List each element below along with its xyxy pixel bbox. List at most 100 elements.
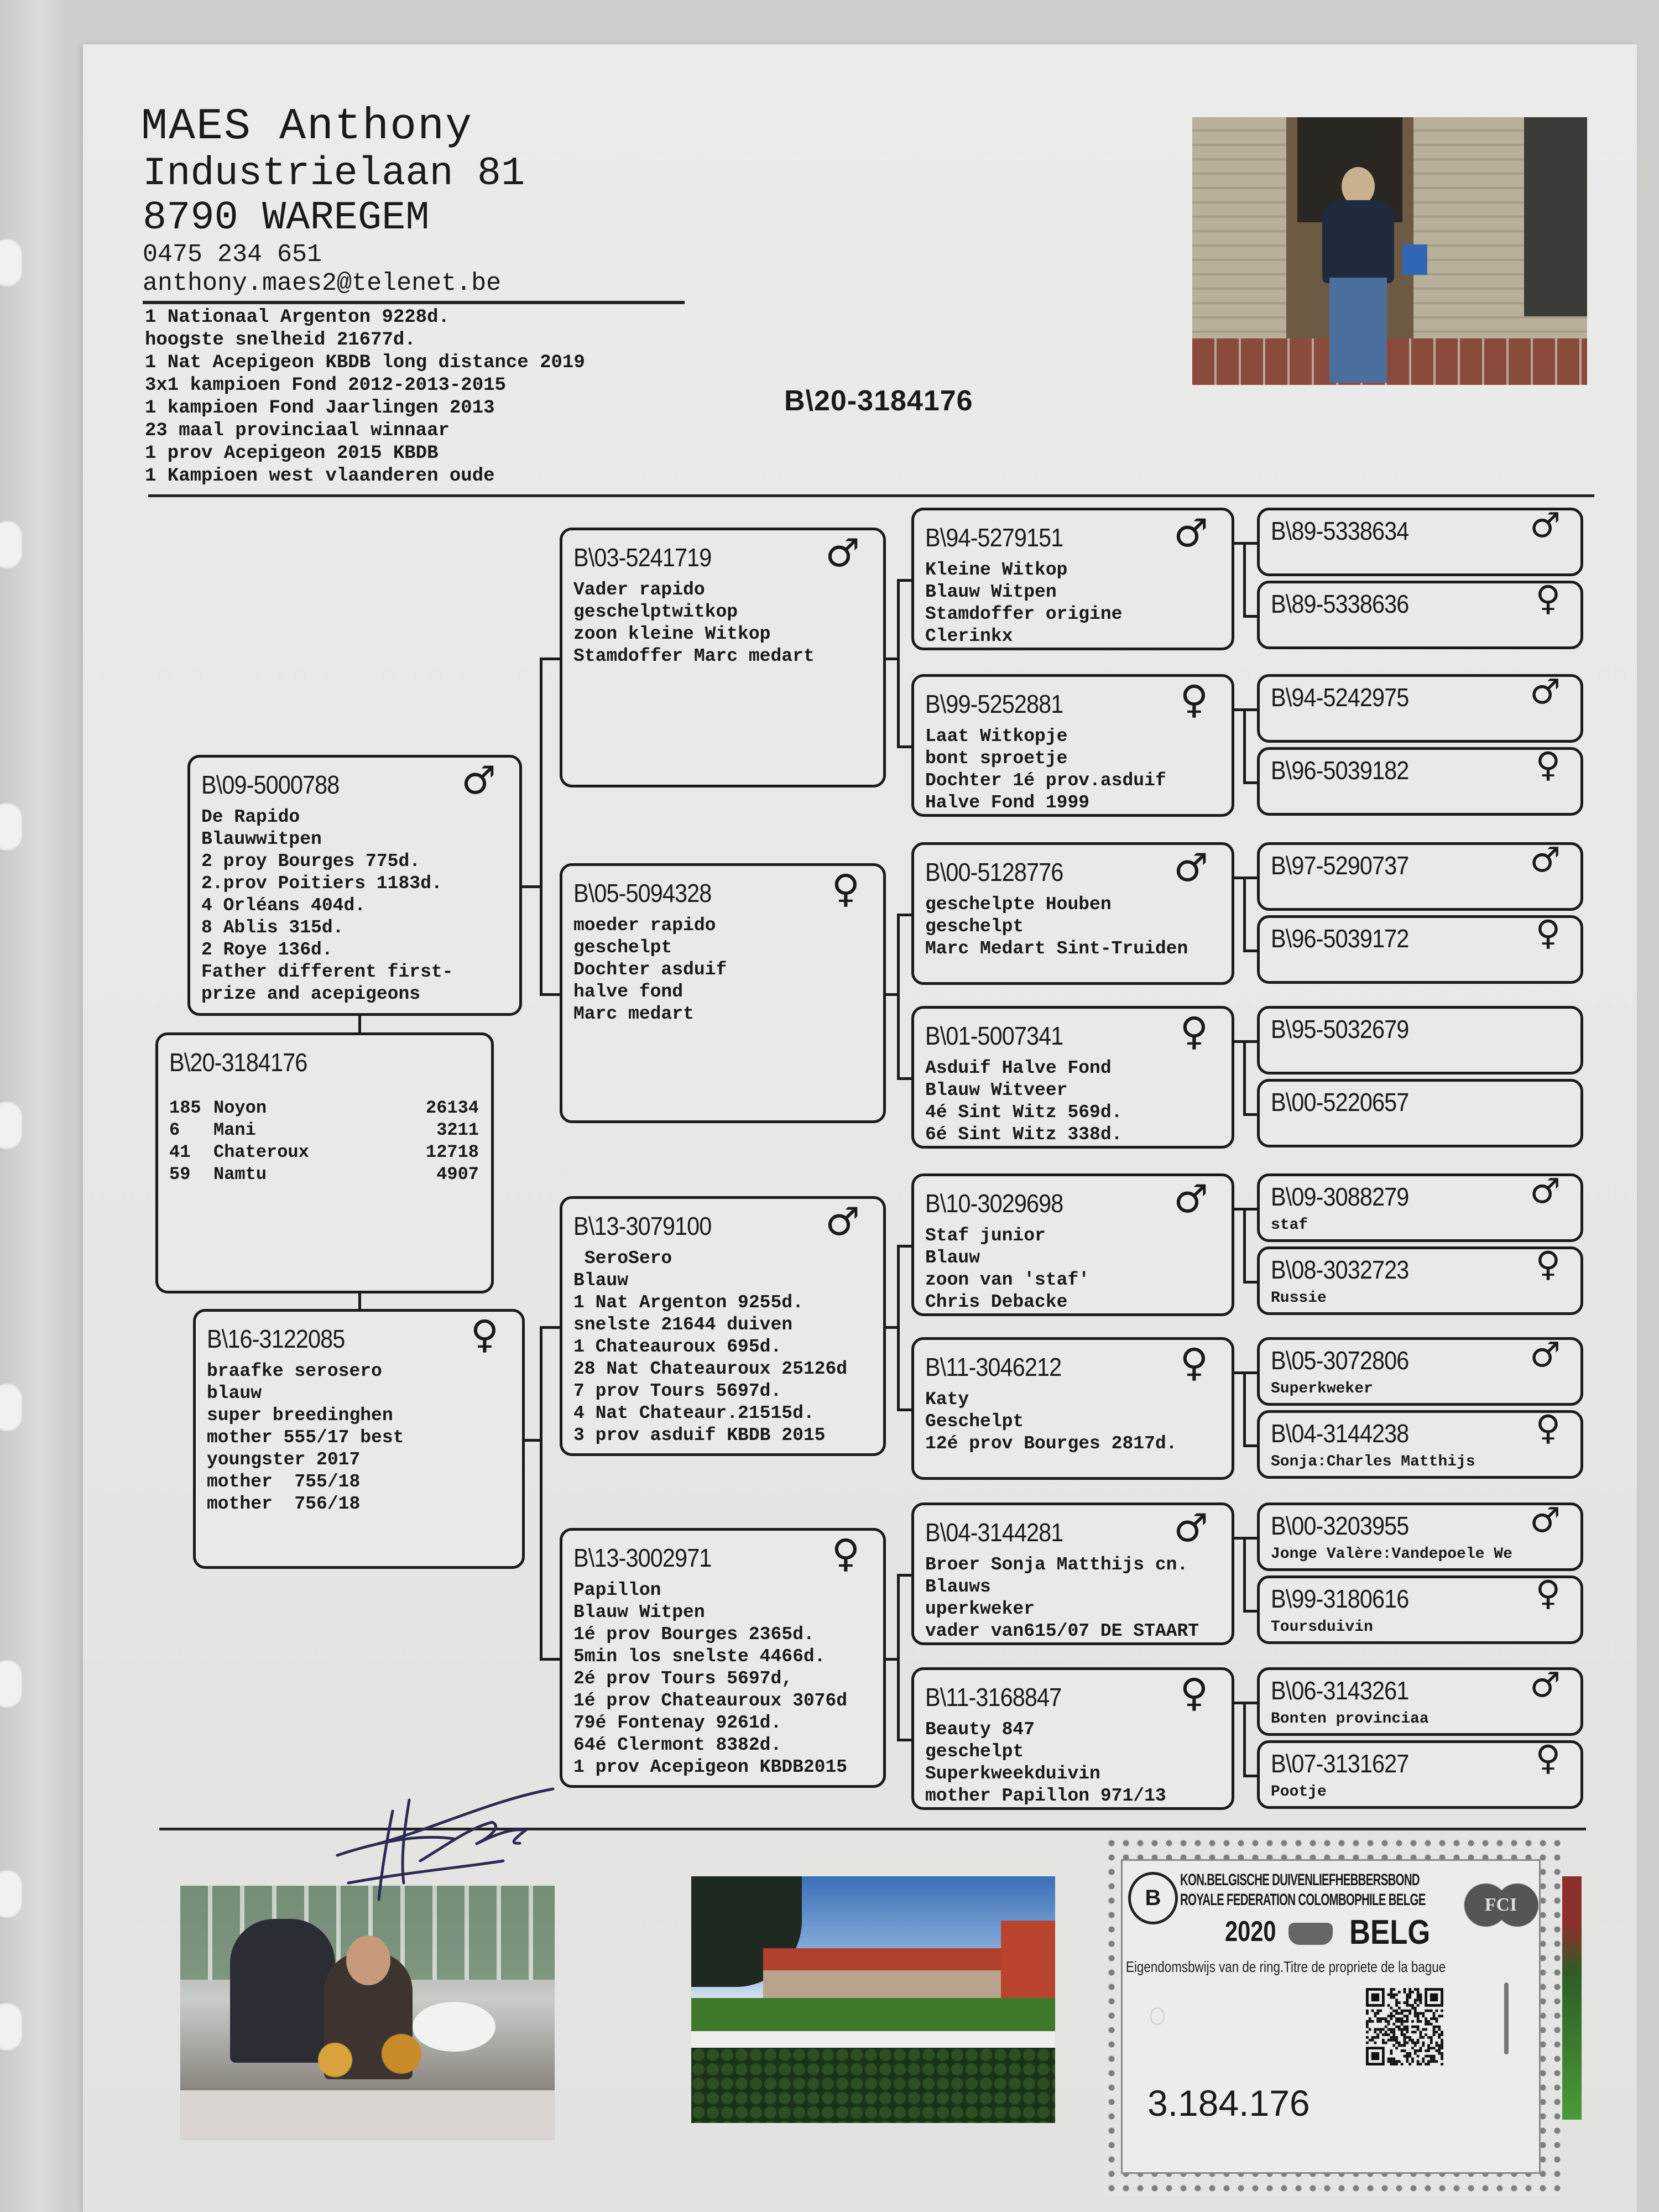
ancestor-card[interactable]: B\99-3180616Toursduivin [1257, 1575, 1583, 1644]
qr-module [1430, 2036, 1433, 2039]
ancestor-card[interactable]: B\97-5290737 [1257, 842, 1583, 911]
ancestor-card[interactable]: B\89-5338634 [1257, 508, 1583, 576]
ancestor-card[interactable]: B\08-3032723Russie [1257, 1246, 1583, 1315]
qr-module [1371, 2038, 1374, 2042]
connector-line [540, 1658, 560, 1661]
female-icon [471, 1315, 499, 1354]
ancestor-card[interactable]: B\00-3203955Jonge Valère:Vandepoele We [1257, 1503, 1583, 1571]
qr-module [1387, 1993, 1390, 1996]
note-line: Marc Medart Sint-Truiden [925, 938, 1188, 959]
qr-module [1430, 2047, 1433, 2050]
connector-line [525, 1439, 540, 1442]
qr-module [1390, 2028, 1393, 2031]
note-line: 64é Clermont 8382d. [573, 1735, 782, 1755]
qr-module [1416, 2020, 1420, 2023]
note-line: Blauw [573, 1270, 629, 1291]
qr-module [1427, 2009, 1430, 2012]
ancestor-card[interactable]: B\04-3144238Sonja:Charles Matthijs [1257, 1410, 1583, 1479]
grandparent-card[interactable]: B\03-5241719Vader rapidogeschelptwitkopz… [560, 528, 886, 787]
note-line: super breedinghen [207, 1405, 393, 1426]
result-place: 6 [169, 1120, 180, 1140]
ancestor-card[interactable]: B\06-3143261Bonten provinciaa [1257, 1667, 1583, 1736]
qr-module [1427, 2047, 1430, 2050]
qr-module [1435, 2009, 1438, 2012]
qr-module [1408, 2054, 1412, 2058]
note-line: 3 prov asduif KBDB 2015 [573, 1425, 826, 1446]
qr-module [1400, 2044, 1404, 2047]
ring-number: B\04-3144281 [925, 1518, 1063, 1547]
grandparent-card[interactable]: B\05-5094328moeder rapidogeschelptDochte… [560, 863, 886, 1123]
great-grandparent-card[interactable]: B\11-3046212KatyGeschelpt12é prov Bourge… [911, 1337, 1234, 1480]
note-line: Stamdoffer origine [925, 604, 1123, 624]
qr-module [1403, 2025, 1406, 2028]
kbdb-logo: B [1128, 1872, 1178, 1924]
qr-module [1432, 2060, 1436, 2063]
ring-number: B\01-5007341 [925, 1021, 1063, 1050]
trophy-photo [180, 1886, 555, 2140]
ancestor-card[interactable]: B\07-3131627Pootje [1257, 1740, 1583, 1809]
male-icon [825, 1202, 860, 1241]
ancestor-card[interactable]: B\09-3088279staf [1257, 1173, 1583, 1242]
qr-module [1392, 2057, 1396, 2060]
great-grandparent-card[interactable]: B\11-3168847Beauty 847geschelptSuperkwee… [911, 1667, 1234, 1810]
qr-code[interactable] [1366, 1988, 1443, 2065]
ancestor-card[interactable]: B\95-5032679 [1257, 1006, 1583, 1074]
binder-hole [0, 238, 22, 288]
ancestor-card[interactable]: B\96-5039172 [1257, 915, 1583, 984]
qr-module [1387, 2033, 1390, 2036]
male-icon [1173, 848, 1208, 887]
note-line: 28 Nat Chateauroux 25126d [573, 1359, 848, 1379]
great-grandparent-card[interactable]: B\04-3144281Broer Sonja Matthijs cn.Blau… [911, 1503, 1234, 1645]
qr-module [1392, 1988, 1396, 1991]
great-grandparent-card[interactable]: B\00-5128776geschelpte HoubengeschelptMa… [911, 842, 1234, 985]
connector-line [1234, 1371, 1243, 1374]
qr-module [1427, 2044, 1430, 2047]
ring-number: B\99-3180616 [1271, 1584, 1409, 1613]
note-line: geschelpt [925, 1741, 1024, 1762]
female-icon [1536, 748, 1561, 782]
qr-module [1387, 2038, 1390, 2042]
female-icon [832, 1534, 860, 1573]
qr-module [1400, 2033, 1404, 2036]
note-line: Russie [1271, 1290, 1327, 1307]
ancestor-card[interactable]: B\05-3072806Superkweker [1257, 1337, 1583, 1406]
qr-module [1416, 2017, 1420, 2020]
female-icon [1536, 1741, 1561, 1775]
certificate-year: 2020 [1225, 1916, 1276, 1948]
qr-module [1395, 1999, 1398, 2002]
ancestor-card[interactable]: B\89-5338636 [1257, 581, 1583, 649]
qr-module [1411, 2020, 1414, 2023]
achievement-item: 1 prov Acepigeon 2015 KBDB [145, 443, 439, 464]
ancestor-card[interactable]: B\94-5242975 [1257, 674, 1583, 743]
qr-module [1368, 2028, 1371, 2031]
owner-city: 8790 WAREGEM [143, 195, 430, 241]
ring-number: B\11-3168847 [925, 1683, 1062, 1712]
qr-module [1416, 1993, 1420, 1996]
qr-module [1390, 2015, 1393, 2018]
connector-line [1243, 1775, 1257, 1777]
qr-module [1400, 2009, 1404, 2012]
qr-module [1413, 2001, 1417, 2004]
ring-number: B\10-3029698 [925, 1189, 1063, 1218]
qr-module [1390, 1993, 1393, 1996]
ring-number: B\97-5290737 [1271, 851, 1409, 880]
connector-line [1234, 542, 1243, 545]
connector-line [886, 993, 897, 996]
qr-module [1441, 2052, 1443, 2055]
ancestor-card[interactable]: B\00-5220657 [1257, 1079, 1583, 1147]
qr-module [1403, 1988, 1406, 1991]
note-line: Marc medart [573, 1004, 694, 1024]
ancestor-card[interactable]: B\96-5039182 [1257, 747, 1583, 816]
qr-module [1416, 1990, 1420, 1994]
